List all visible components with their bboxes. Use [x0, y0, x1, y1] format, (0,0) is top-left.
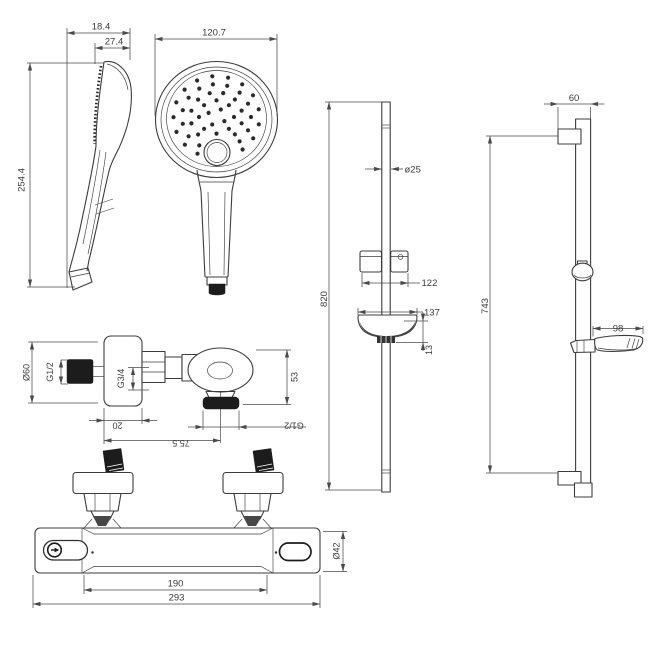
- safety-button-icon: [46, 542, 63, 558]
- outlet-nut: [202, 396, 240, 410]
- dim-body-height: 53: [290, 372, 300, 382]
- dim-inlet-centres: 190: [168, 579, 184, 590]
- mixer-valve-front-view: 190 293 Ø42: [32, 448, 347, 608]
- dim-overall-width: 293: [169, 593, 185, 604]
- spray-nozzle-dots: [171, 74, 261, 156]
- soap-dish-front: [357, 314, 418, 338]
- dim-union-thread: G3/4: [116, 369, 126, 389]
- dim-handset-height: 254.4: [17, 168, 28, 192]
- dim-riser-height: 820: [319, 291, 330, 307]
- temperature-safety-button: [42, 539, 89, 561]
- dim-reach: 75.5: [172, 438, 190, 448]
- dim-fixing-centres: 743: [480, 298, 491, 314]
- handset-slider: [571, 262, 594, 282]
- dim-body-diameter: Ø42: [332, 542, 342, 559]
- dim-handset-face-diameter: 120.7: [202, 28, 226, 39]
- soap-dish-side: [594, 334, 644, 353]
- wall-bracket-bottom: [557, 470, 582, 486]
- dim-handset-head-depth: 27.4: [105, 37, 124, 48]
- dim-wall-bracket-width: 60: [569, 93, 580, 104]
- wall-bracket-top: [557, 128, 582, 145]
- dim-handset-top-depth: 18.4: [92, 22, 111, 33]
- dim-outlet-thread: G1/2: [284, 420, 304, 430]
- valve-handle-side: [66, 359, 94, 384]
- riser-tube-side: [575, 118, 592, 498]
- hand-shower-front-view: 120.7: [154, 28, 279, 296]
- flow-control-button: [278, 542, 312, 562]
- dim-tube-diameter: ø25: [405, 165, 421, 176]
- dim-dish-height: 13: [424, 345, 434, 355]
- dim-inlet-thread: G1/2: [45, 362, 55, 382]
- slider-bracket-right: [390, 250, 409, 273]
- riser-rail-front-view: ø25 820 122 137 13: [319, 101, 440, 493]
- riser-tube-front: [381, 101, 391, 493]
- valve-handle-right: [252, 448, 275, 473]
- valve-body-side: [187, 347, 254, 393]
- valve-handle-left: [102, 448, 125, 473]
- riser-rail-side-view: 60 743 98: [480, 93, 644, 498]
- dim-escutcheon-depth: 20: [112, 420, 122, 430]
- dim-dish-width: 137: [424, 308, 440, 319]
- slider-bracket-left: [359, 250, 383, 273]
- valve-body-front: [34, 527, 321, 574]
- mixer-valve-side-view: Ø60 G1/2 G3/4 20 75.5 53 G1/2: [22, 335, 306, 448]
- dish-clamp-side: [569, 338, 596, 354]
- dim-dish-projection: 98: [613, 324, 624, 335]
- spray-mode-button: [203, 138, 231, 167]
- dim-bracket-width: 122: [422, 278, 438, 289]
- hand-shower-side-view: 18.4 27.4 254.4: [17, 22, 132, 291]
- dim-escutcheon-diameter: Ø60: [22, 364, 32, 381]
- arrow-icon: [54, 547, 60, 553]
